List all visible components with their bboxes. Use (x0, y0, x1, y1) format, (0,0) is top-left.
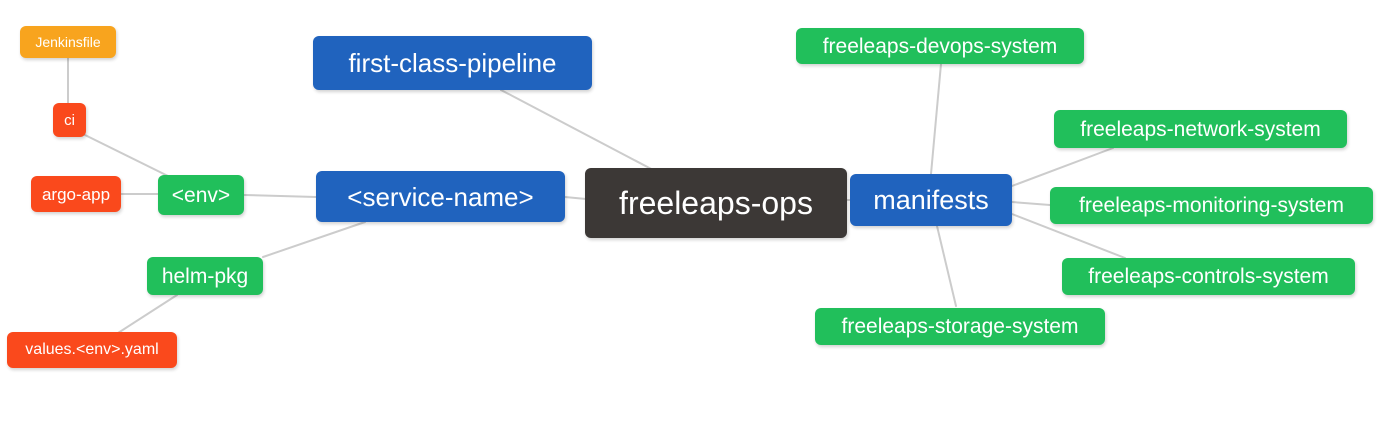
node-storage-system[interactable]: freeleaps-storage-system (815, 308, 1105, 345)
node-values-env-yaml[interactable]: values.<env>.yaml (7, 332, 177, 368)
node-env[interactable]: <env> (158, 175, 244, 215)
edge-manifests-monitoring-system (1011, 201, 1051, 206)
node-service-name[interactable]: <service-name> (316, 171, 565, 222)
edge-manifests-controls-system (1011, 213, 1126, 259)
edge-devops-system-manifests (930, 63, 942, 175)
node-monitoring-system[interactable]: freeleaps-monitoring-system (1050, 187, 1373, 224)
node-network-system[interactable]: freeleaps-network-system (1054, 110, 1347, 148)
node-jenkinsfile[interactable]: Jenkinsfile (20, 26, 116, 58)
node-ci[interactable]: ci (53, 103, 86, 137)
node-manifests[interactable]: manifests (850, 174, 1012, 226)
node-helm-pkg[interactable]: helm-pkg (147, 257, 263, 295)
node-first-class-pipeline[interactable]: first-class-pipeline (313, 36, 592, 90)
node-devops-system[interactable]: freeleaps-devops-system (796, 28, 1084, 64)
node-freeleaps-ops[interactable]: freeleaps-ops (585, 168, 847, 238)
node-argo-app[interactable]: argo-app (31, 176, 121, 212)
edge-manifests-storage-system (936, 225, 957, 307)
edge-env-service-name (243, 194, 317, 198)
edge-first-class-pipeline-freeleaps-ops (500, 89, 658, 173)
edge-ci-env (84, 134, 171, 178)
edge-service-name-helm-pkg (262, 221, 366, 258)
edge-manifests-network-system (1011, 147, 1114, 187)
edge-helm-pkg-values-env-yaml (117, 294, 178, 334)
edge-service-name-freeleaps-ops (564, 196, 587, 200)
node-controls-system[interactable]: freeleaps-controls-system (1062, 258, 1355, 295)
